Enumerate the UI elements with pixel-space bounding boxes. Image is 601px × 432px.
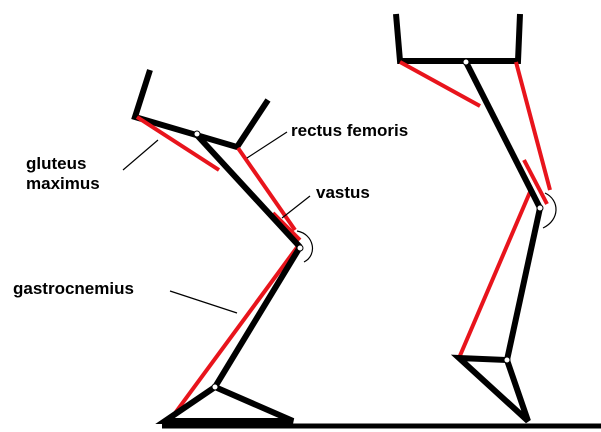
left-pelvis-bone — [135, 70, 268, 147]
left-hip-joint — [194, 131, 200, 137]
rectus-femoris-label: rectus femoris — [291, 121, 408, 141]
right-leg-figure — [396, 14, 556, 421]
left-leg-figure — [135, 70, 312, 421]
left-femur-bone — [195, 133, 300, 247]
left-knee-joint — [297, 245, 303, 251]
gluteus-label-line2: maximus — [26, 174, 100, 194]
right-foot-bone — [459, 358, 528, 421]
right-hip-joint — [463, 59, 469, 65]
gastrocnemius-leader-line — [170, 291, 237, 313]
gluteus-label-line1: gluteus — [26, 154, 100, 174]
right-ankle-joint — [504, 357, 510, 363]
left-ankle-joint — [212, 384, 218, 390]
right-knee-joint — [537, 205, 543, 211]
gluteus-leader-line — [123, 140, 158, 170]
vastus-label: vastus — [316, 183, 370, 203]
left-tibia-bone — [215, 247, 300, 387]
rectus-femoris-leader-line — [247, 132, 287, 158]
right-gastrocnemius-muscle — [459, 192, 530, 358]
right-femur-bone — [466, 62, 540, 208]
gastrocnemius-label: gastrocnemius — [13, 279, 134, 299]
right-pelvis-bone — [396, 14, 520, 61]
gluteus-maximus-label: gluteus maximus — [26, 154, 100, 194]
vastus-leader-line — [282, 196, 310, 218]
